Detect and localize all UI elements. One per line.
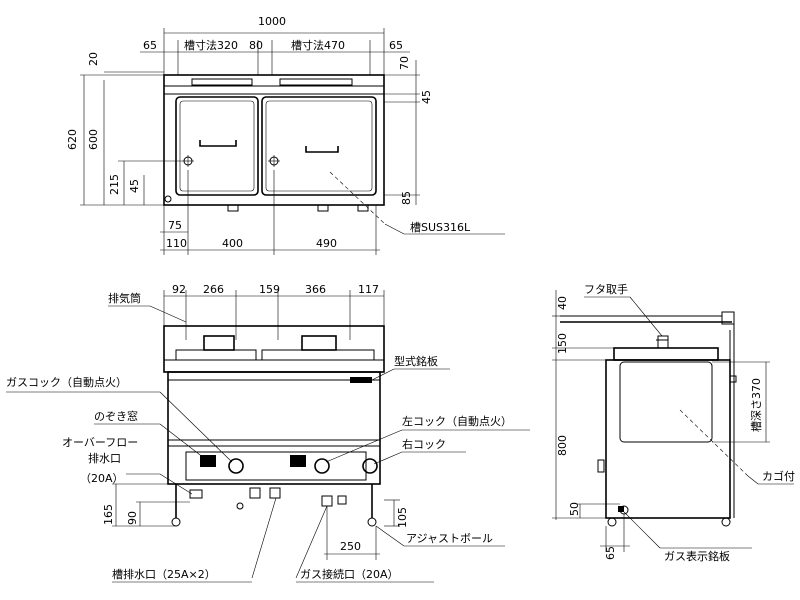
right-basket (301, 335, 337, 351)
label-right-cock: 右コック (402, 437, 446, 451)
dim-50: 50 (568, 502, 581, 516)
right-tank (261, 96, 377, 196)
dim-depth370: 槽深さ370 (750, 378, 763, 432)
dim-side-right: 65 (389, 39, 403, 52)
dim-drain-height: 215 (108, 174, 121, 195)
dim-depth-inner: 600 (87, 129, 100, 150)
side-lid (721, 311, 735, 325)
label-model-plate: 型式銘板 (394, 354, 438, 368)
overflow-pipe (189, 489, 203, 499)
dim-side-left: 65 (143, 39, 157, 52)
left-basket (203, 335, 235, 351)
label-overflow-2: 排水口 (88, 451, 121, 465)
label-tank-material: 槽SUS316L (410, 221, 471, 234)
label-basket: カゴ付 (762, 469, 795, 483)
lid-handle (657, 335, 669, 349)
dim-tank-left: 槽寸法320 (184, 38, 238, 52)
dim-depth-total: 620 (66, 129, 79, 150)
front-cabinet (167, 371, 381, 485)
gas-inlet-pipe (321, 495, 333, 507)
side-cabinet (605, 359, 731, 519)
dim-back-lip: 20 (87, 52, 100, 66)
dim-90: 90 (126, 511, 139, 525)
dim-base-75: 75 (168, 219, 182, 232)
right-basket-handle (305, 146, 339, 153)
side-view: 40 150 800 50 65 槽深さ370 フタ取手 カゴ付 ガス表示銘板 (552, 282, 795, 563)
dim-40: 40 (556, 296, 569, 310)
label-gas-plate: ガス表示銘板 (664, 549, 730, 563)
left-cock-knob (314, 458, 330, 474)
dim-gap-center: 80 (249, 39, 263, 52)
tank-drain-pipe (269, 487, 281, 499)
left-basket-handle (199, 140, 237, 147)
dim-overall-width: 1000 (258, 15, 286, 28)
gas-plate (618, 506, 624, 512)
dim-165: 165 (102, 504, 115, 525)
label-gas-inlet: ガス接続口（20A） (300, 567, 399, 581)
dim-drain-offset: 45 (128, 179, 141, 193)
label-overflow-1: オーバーフロー (62, 436, 138, 449)
gas-cock-knob (228, 458, 244, 474)
model-plate (350, 377, 372, 383)
label-gas-cock: ガスコック（自動点火） (6, 375, 127, 389)
left-tank (175, 96, 259, 196)
dim-45-right: 45 (420, 90, 433, 104)
right-cock-knob (362, 458, 378, 474)
dim-266: 266 (203, 283, 224, 296)
dim-105: 105 (396, 507, 409, 528)
dim-92: 92 (172, 283, 186, 296)
dim-117: 117 (358, 283, 379, 296)
peep-window-right (290, 455, 306, 467)
label-flue: 排気筒 (108, 291, 141, 305)
label-peep-window: のぞき窓 (94, 409, 138, 423)
dim-top-70: 70 (398, 56, 411, 70)
dim-85: 85 (400, 191, 413, 205)
dim-800: 800 (556, 435, 569, 456)
dim-250: 250 (340, 540, 361, 553)
dim-base-490: 490 (316, 237, 337, 250)
label-overflow-3: （20A） (80, 472, 124, 485)
dim-base-400: 400 (222, 237, 243, 250)
label-lid-handle: フタ取手 (584, 282, 628, 296)
front-view: 92 266 159 366 117 排気筒 型式銘板 ガスコック（自動点火） … (6, 283, 530, 583)
top-view: 1000 65 槽寸法320 80 槽寸法470 65 620 600 20 2… (66, 15, 505, 255)
label-adjust-ball: アジャストボール (406, 532, 493, 545)
side-tank (619, 361, 713, 443)
dim-65: 65 (604, 546, 617, 560)
dim-159: 159 (259, 283, 280, 296)
label-tank-drain: 槽排水口（25A×2） (112, 567, 216, 581)
dim-150: 150 (556, 333, 569, 354)
dim-tank-right: 槽寸法470 (291, 38, 345, 52)
front-top-deck (163, 325, 385, 373)
dim-366: 366 (305, 283, 326, 296)
dim-base-110: 110 (166, 237, 187, 250)
label-left-cock: 左コック（自動点火） (402, 414, 512, 428)
